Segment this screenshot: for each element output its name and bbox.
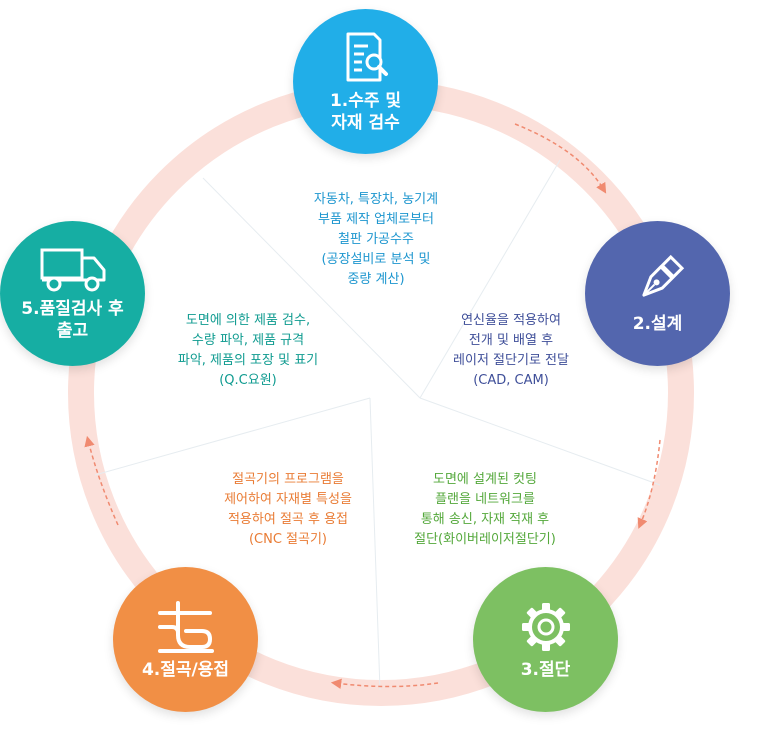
step-2-desc-line: 전개 및 배열 후 bbox=[468, 333, 554, 348]
step-3-desc-line: 통해 송신, 자재 적재 후 bbox=[420, 512, 550, 527]
step-2-description: 연신율을 적용하여 전개 및 배열 후 레이저 절단기로 전달 (CAD, CA… bbox=[416, 311, 606, 391]
step-4-circle[interactable]: 4.절곡/용접 bbox=[113, 567, 258, 712]
pen-nib-icon bbox=[641, 254, 684, 297]
sector-divider bbox=[94, 397, 371, 476]
step-4-desc-line: 제어하여 자재별 특성을 bbox=[224, 492, 352, 507]
step-4-title: 4.절곡/용접 bbox=[141, 659, 230, 680]
step-1-desc-line: 부품 제작 업체로부터 bbox=[318, 212, 434, 227]
step-3-desc-line: 플랜을 네트워크를 bbox=[435, 492, 535, 507]
step-5-title: 5.품질검사 후 출고 bbox=[21, 298, 124, 341]
flow-arrows bbox=[84, 123, 661, 690]
step-1-desc-line: 자동차, 특장차, 농기계 bbox=[313, 192, 439, 207]
step-3-desc-line: 절단(화이버레이저절단기) bbox=[414, 532, 556, 547]
step-4-desc-line: 적용하여 절곡 후 용접 bbox=[227, 512, 349, 527]
step-2-desc-line: 연신율을 적용하여 bbox=[461, 313, 561, 328]
step-4-desc-line: (CNC 절곡기) bbox=[248, 532, 328, 547]
step-5-desc-line: 도면에 의한 제품 검수, bbox=[185, 313, 311, 328]
step-1-description: 자동차, 특장차, 농기계 부품 제작 업체로부터 철판 가공수주 (공장설비로… bbox=[286, 190, 466, 290]
step-2-circle[interactable]: 2.설계 bbox=[585, 221, 730, 366]
sector-divider bbox=[202, 177, 421, 399]
step-1-circle[interactable]: 1.수주 및 자재 검수 bbox=[293, 9, 438, 154]
step-5-desc-line: 파악, 제품의 포장 및 표기 bbox=[177, 353, 319, 368]
sector-lines bbox=[94, 108, 666, 691]
step-3-desc-line: 도면에 설계된 컷팅 bbox=[433, 472, 537, 487]
step-3-description: 도면에 설계된 컷팅 플랜을 네트워크를 통해 송신, 자재 적재 후 절단(화… bbox=[385, 470, 585, 550]
step-2-title: 2.설계 bbox=[632, 313, 683, 334]
step-1-desc-line: 중량 계산) bbox=[347, 272, 405, 287]
step-5-circle[interactable]: 5.품질검사 후 출고 bbox=[0, 221, 145, 366]
sector-divider bbox=[419, 159, 561, 399]
step-4-description: 절곡기의 프로그램을 제어하여 자재별 특성을 적용하여 절곡 후 용접 (CN… bbox=[193, 470, 383, 550]
truck-icon bbox=[40, 248, 105, 291]
sector-divider bbox=[369, 397, 381, 691]
flow-arrow bbox=[330, 678, 439, 690]
flow-arrow bbox=[514, 123, 607, 194]
step-5-desc-line: 수량 파악, 제품 규격 bbox=[191, 333, 305, 348]
step-2-desc-line: (CAD, CAM) bbox=[473, 373, 549, 388]
step-1-desc-line: (공장설비로 분석 및 bbox=[321, 252, 431, 267]
step-2-desc-line: 레이저 절단기로 전달 bbox=[453, 353, 569, 368]
bending-icon bbox=[157, 600, 214, 653]
step-3-circle[interactable]: 3.절단 bbox=[473, 567, 618, 712]
flow-arrow bbox=[84, 435, 119, 526]
step-1-desc-line: 철판 가공수주 bbox=[338, 232, 414, 247]
step-5-description: 도면에 의한 제품 검수, 수량 파악, 제품 규격 파악, 제품의 포장 및 … bbox=[153, 311, 343, 391]
flow-arrow bbox=[637, 439, 661, 529]
step-1-title: 1.수주 및 자재 검수 bbox=[329, 90, 402, 133]
inner-disc bbox=[96, 108, 666, 678]
document-search-icon bbox=[346, 32, 388, 81]
gear-icon bbox=[521, 602, 570, 651]
step-4-desc-line: 절곡기의 프로그램을 bbox=[232, 472, 344, 487]
step-5-desc-line: (Q.C요원) bbox=[219, 373, 277, 388]
sector-divider bbox=[419, 397, 661, 486]
step-3-title: 3.절단 bbox=[520, 659, 571, 680]
